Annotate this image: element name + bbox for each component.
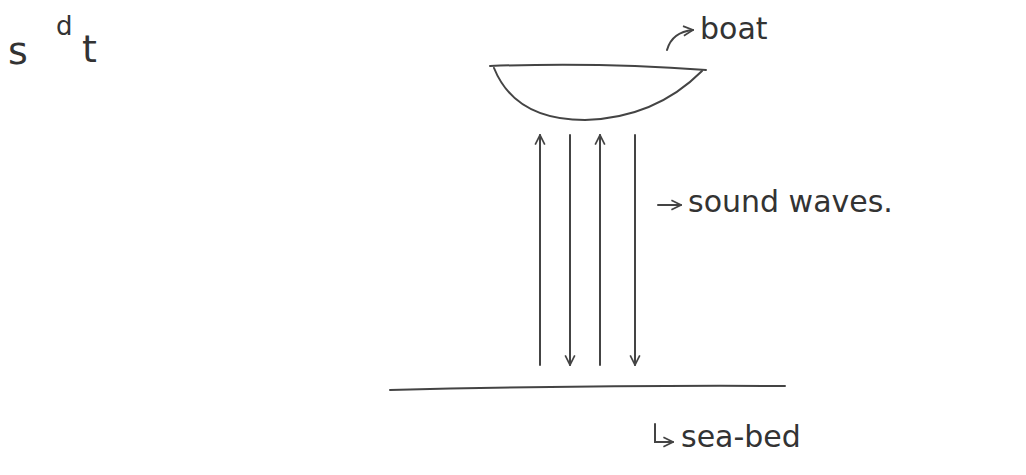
formula-letter: s bbox=[8, 30, 28, 74]
formula-letter: t bbox=[82, 28, 97, 72]
sound-wave-down bbox=[569, 135, 571, 365]
part-label: sea-bed bbox=[681, 420, 801, 455]
formula-letter: d bbox=[56, 12, 73, 42]
sound-wave-up bbox=[539, 135, 541, 365]
sea-bed-line bbox=[390, 386, 785, 390]
leader-arrow bbox=[658, 204, 681, 206]
leader-arrow bbox=[667, 30, 693, 50]
leader-arrow bbox=[655, 424, 673, 442]
boat-hull bbox=[494, 68, 702, 120]
part-label: sound waves. bbox=[688, 185, 893, 220]
sound-wave-up bbox=[599, 135, 601, 365]
boat-deck bbox=[490, 65, 706, 70]
sound-wave-down bbox=[634, 135, 636, 365]
part-label: boat bbox=[700, 12, 768, 47]
